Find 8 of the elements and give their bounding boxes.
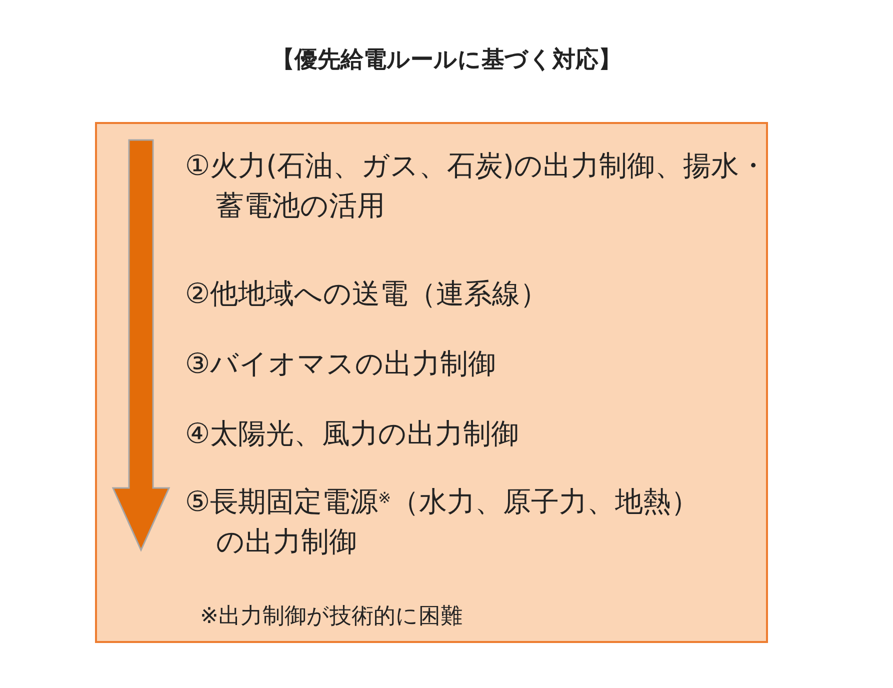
list-item: ③バイオマスの出力制御 [185, 346, 498, 382]
list-item: ⑤長期固定電源$^{※}$（水力、原子力、地熱）の出力制御 [185, 484, 700, 560]
title: 【優先給電ルールに基づく対応】 [272, 46, 622, 75]
list-item: ②他地域への送電（連系線） [185, 276, 550, 312]
footnote: ※出力制御が技術的に困難 [200, 603, 462, 631]
list-item: ①火力(石油、ガス、石炭)の出力制御、揚水・蓄電池の活用 [185, 148, 768, 224]
priority-panel [95, 122, 768, 643]
list-item: ④太陽光、風力の出力制御 [185, 416, 520, 452]
